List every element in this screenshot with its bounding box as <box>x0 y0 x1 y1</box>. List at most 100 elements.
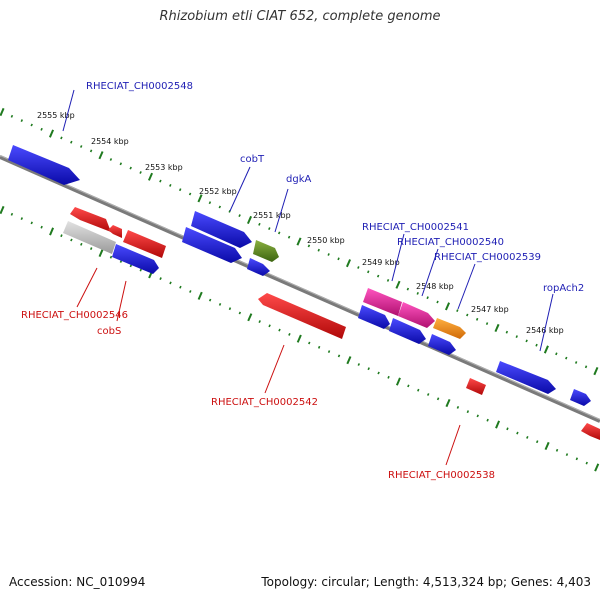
minor-tick <box>516 431 519 435</box>
gene-red-left-c[interactable] <box>123 230 166 258</box>
minor-tick <box>30 123 33 127</box>
gene-red-small-a[interactable] <box>466 378 486 395</box>
major-tick <box>444 302 451 311</box>
tick-label: 2554 kbp <box>91 137 129 146</box>
gene-ropAch2[interactable] <box>496 361 556 394</box>
gene-label: RHECIAT_CH0002548 <box>86 81 193 92</box>
major-tick <box>98 151 104 160</box>
gene-RHECIAT_CH0002548[interactable] <box>8 145 80 185</box>
gene-RHECIAT_CH0002538[interactable] <box>581 423 600 440</box>
minor-tick <box>109 255 113 259</box>
major-tick <box>0 205 5 215</box>
minor-tick <box>575 457 579 461</box>
tick-label: 2552 kbp <box>199 187 237 196</box>
leader-line <box>76 267 98 308</box>
minor-tick <box>555 448 559 452</box>
tick-label: 2548 kbp <box>416 282 454 291</box>
gene-label: RHECIAT_CH0002540 <box>397 237 504 248</box>
minor-tick <box>574 361 578 364</box>
minor-tick <box>337 354 341 358</box>
gene-blue-b[interactable] <box>389 318 426 344</box>
minor-tick <box>466 313 469 317</box>
minor-tick <box>505 330 509 334</box>
minor-tick <box>189 290 192 293</box>
minor-tick <box>377 371 380 375</box>
major-tick <box>296 334 302 343</box>
upper-scale-track <box>0 107 599 376</box>
minor-tick <box>506 427 509 431</box>
gene-small-blue[interactable] <box>247 258 270 276</box>
minor-tick <box>79 145 83 148</box>
minor-tick <box>515 335 518 339</box>
minor-tick <box>565 453 569 457</box>
gene-RHECIAT_CH0002542[interactable] <box>258 293 346 339</box>
major-tick <box>0 107 5 117</box>
minor-tick <box>60 234 63 238</box>
minor-tick <box>584 365 588 369</box>
leader-line <box>445 424 461 466</box>
minor-tick <box>238 214 241 218</box>
major-tick <box>345 259 352 268</box>
gene-red-left-a[interactable] <box>70 207 111 232</box>
minor-tick <box>10 212 14 216</box>
minor-tick <box>357 266 360 269</box>
minor-tick <box>387 375 390 379</box>
major-tick <box>543 345 549 354</box>
leader-line <box>116 280 127 322</box>
gene-red-left-b[interactable] <box>108 225 122 238</box>
minor-tick <box>20 217 24 221</box>
minor-tick <box>178 188 182 192</box>
tick-label: 2549 kbp <box>362 258 400 267</box>
gene-dgkA[interactable] <box>253 240 279 262</box>
gene-cobS[interactable] <box>112 244 159 274</box>
minor-tick <box>426 393 430 396</box>
minor-tick <box>70 140 73 144</box>
minor-tick <box>436 300 439 304</box>
leader-line <box>62 89 75 132</box>
minor-tick <box>308 341 311 345</box>
minor-tick <box>555 352 558 356</box>
genome-summary-text: Topology: circular; Length: 4,513,324 bp… <box>261 575 591 589</box>
minor-tick <box>179 285 182 289</box>
gene-RHECIAT_CH0002546[interactable] <box>63 221 116 254</box>
leader-line <box>264 344 285 394</box>
minor-tick <box>10 114 14 118</box>
tick-label: 2550 kbp <box>307 236 345 245</box>
gene-label: RHECIAT_CH0002542 <box>211 397 318 408</box>
leader-line <box>421 248 439 297</box>
minor-tick <box>40 127 43 131</box>
genome-backbone <box>0 155 600 423</box>
leader-line <box>229 166 251 212</box>
major-tick <box>98 248 104 257</box>
gene-cobT[interactable] <box>191 211 252 248</box>
minor-tick <box>327 253 330 256</box>
gene-blue-c[interactable] <box>428 334 456 355</box>
major-tick <box>147 172 154 181</box>
minor-tick <box>218 302 222 306</box>
major-tick <box>594 463 600 472</box>
leader-line <box>274 188 289 233</box>
minor-tick <box>70 238 73 242</box>
major-tick <box>197 194 203 203</box>
major-tick <box>445 398 451 408</box>
leader-line <box>457 263 476 310</box>
minor-tick <box>119 162 123 166</box>
gene-RHECIAT_CH0002541[interactable] <box>363 288 402 316</box>
major-tick <box>495 420 501 429</box>
major-tick <box>593 367 599 376</box>
minor-tick <box>317 345 321 349</box>
gene-label: RHECIAT_CH0002546 <box>21 310 128 321</box>
minor-tick <box>238 311 242 315</box>
gene-RHECIAT_CH0002540[interactable] <box>398 302 435 328</box>
gene-blue-a[interactable] <box>358 305 390 329</box>
major-tick <box>395 377 401 386</box>
gene-label: dgkA <box>286 174 311 185</box>
accession-text: Accession: NC_010994 <box>9 575 146 589</box>
minor-tick <box>109 158 113 161</box>
gene-cobT-adjacent[interactable] <box>182 227 242 263</box>
minor-tick <box>287 235 291 239</box>
map-title: Rhizobium etli CIAT 652, complete genome <box>159 9 441 24</box>
minor-tick <box>376 274 380 278</box>
gene-RHECIAT_CH0002539[interactable] <box>433 318 466 339</box>
gene-blue-right-edge[interactable] <box>570 389 591 406</box>
